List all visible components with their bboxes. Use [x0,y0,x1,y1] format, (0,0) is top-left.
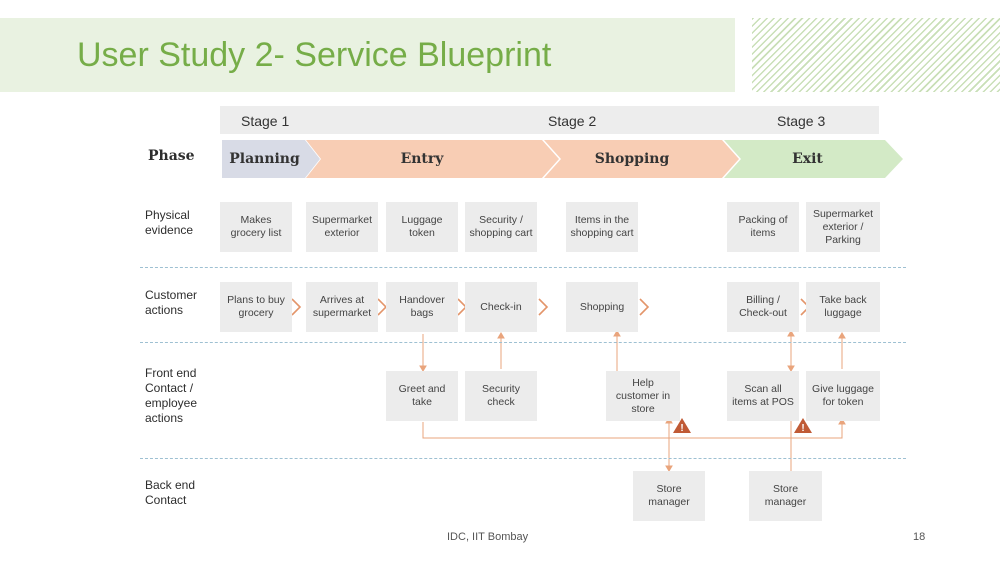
evidence-card: Supermarket exterior / Parking [806,202,880,252]
customer-action-card: Billing / Check-out [727,282,799,332]
stage-band [220,106,879,134]
phase-exit: Exit [792,151,823,167]
evidence-card: Makes grocery list [220,202,292,252]
stage-2-label: Stage 2 [548,113,597,129]
footer-text: IDC, IIT Bombay [447,531,529,543]
row-label-physical: Physical evidence [145,208,194,237]
row-label-frontend: Front end Contact / employee actions [145,366,198,425]
slide-title: User Study 2- Service Blueprint [77,36,552,74]
customer-action-card: Take back luggage [806,282,880,332]
warning-icon [794,418,812,433]
divider-line [140,342,906,343]
customer-action-card: Shopping [566,282,638,332]
stage-3-label: Stage 3 [777,113,826,129]
divider-line [140,267,906,268]
customer-action-card: Arrives at supermarket [306,282,378,332]
phase-chevron-entry [306,140,559,178]
evidence-card: Luggage token [386,202,458,252]
frontend-action-card: Security check [465,371,537,421]
phase-planning: Planning [229,151,300,167]
row-label-backend: Back end Contact [145,478,196,507]
frontend-action-card: Help customer in store [606,371,680,421]
page-number: 18 [913,531,926,543]
decorative-hatch [752,18,1000,92]
warning-icon [673,418,691,433]
phase-shopping: Shopping [594,151,670,167]
warning-mark: ! [680,423,683,434]
frontend-action-card: Give luggage for token [806,371,880,421]
frontend-action-card: Greet and take [386,371,458,421]
row-label-customer: Customer actions [145,288,198,317]
backend-action-card: Store manager [633,471,705,521]
title-band [0,18,735,92]
phase-chevron-planning [222,140,320,178]
flow-arrow-2 [377,298,388,316]
divider-line [140,458,906,459]
phase-chevron-shopping [544,140,739,178]
phase-label: Phase [148,148,195,164]
phase-chevron-exit [724,140,903,178]
flow-arrow-5 [639,298,650,316]
evidence-card: Supermarket exterior [306,202,378,252]
evidence-card: Items in the shopping cart [566,202,638,252]
frontend-action-card: Scan all items at POS [727,371,799,421]
stage-1-label: Stage 1 [241,113,290,129]
customer-action-card: Check-in [465,282,537,332]
phase-entry: Entry [400,151,444,167]
flow-arrow-4 [538,298,549,316]
backend-action-card: Store manager [749,471,822,521]
customer-action-card: Handover bags [386,282,458,332]
flow-arrow-1 [291,298,302,316]
warning-mark: ! [801,423,804,434]
evidence-card: Packing of items [727,202,799,252]
evidence-card: Security / shopping cart [465,202,537,252]
customer-action-card: Plans to buy grocery [220,282,292,332]
